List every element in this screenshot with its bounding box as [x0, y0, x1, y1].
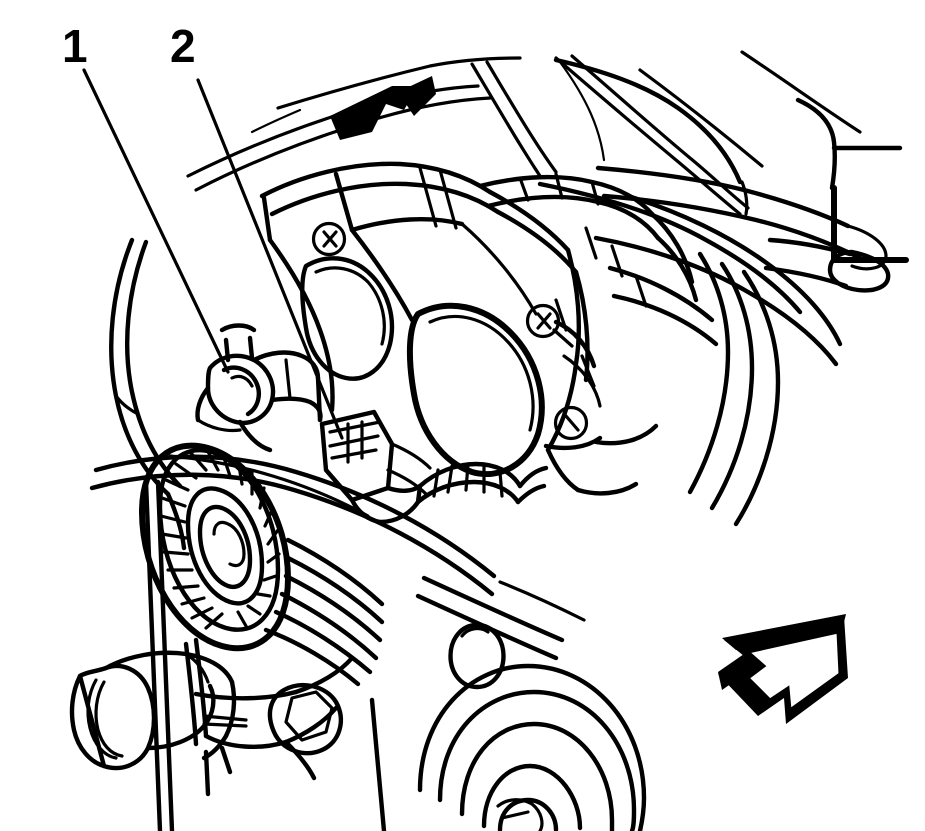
hex-bolt-lower [267, 682, 343, 756]
arrow-inner-face [744, 630, 842, 713]
intake-manifold [259, 161, 699, 496]
shadow-wedge [330, 76, 436, 140]
vacuum-hose-main-right [537, 181, 843, 527]
callout-label-1: 1 [62, 20, 88, 72]
vacuum-hose-upper-right [553, 57, 888, 271]
callout-leaders [82, 68, 344, 440]
wire-harness [470, 50, 862, 216]
leader-line-2 [196, 78, 344, 440]
hose-cap-end [763, 237, 891, 293]
crankshaft-pulley [417, 622, 647, 831]
orientation-arrow [718, 614, 848, 724]
drive-belt-tensioner-pulley [139, 442, 385, 687]
mounting-bolt-upper [311, 221, 347, 257]
mounting-bolt-right [525, 303, 574, 348]
callout-label-2: 2 [170, 20, 196, 72]
leader-line-1 [82, 68, 230, 374]
mounting-bolt-lower [553, 405, 589, 441]
belt-lower-run [415, 575, 586, 661]
support-rail [143, 479, 387, 831]
sensor-bracket-upper-left [195, 323, 323, 453]
